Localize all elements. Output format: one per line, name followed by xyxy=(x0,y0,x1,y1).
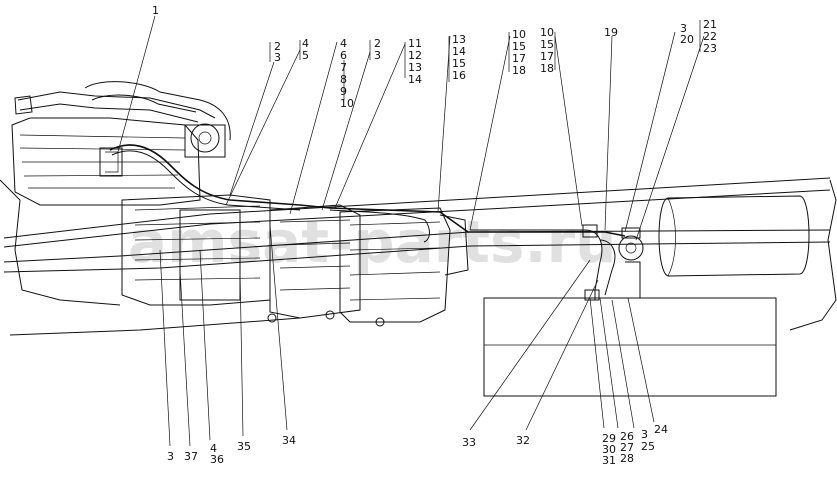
callout-4-bottom: 4 xyxy=(210,442,217,455)
callout-10-a: 10 xyxy=(512,28,526,41)
air-receiver xyxy=(658,195,810,277)
callout-2-left: 2 xyxy=(274,40,281,53)
callout-7: 7 xyxy=(340,61,347,74)
callout-13-right: 13 xyxy=(452,33,466,46)
callout-18-a: 18 xyxy=(512,64,526,77)
callout-15-a: 15 xyxy=(512,40,526,53)
callout-14-right: 14 xyxy=(452,45,466,58)
callout-28: 28 xyxy=(620,452,634,465)
callouts-top: 1 2 3 4 5 4 6 7 8 9 10 2 3 11 12 13 14 1… xyxy=(152,4,717,110)
callout-6: 6 xyxy=(340,49,347,62)
callout-3-bottom-right: 3 xyxy=(641,428,648,441)
callout-11: 11 xyxy=(408,37,422,50)
callout-12: 12 xyxy=(408,49,422,62)
callout-3-right: 3 xyxy=(680,22,687,35)
callout-4-stack: 4 xyxy=(340,37,347,50)
callout-3-bottom: 3 xyxy=(167,450,174,463)
callout-17-b: 17 xyxy=(540,50,554,63)
watermark: amsat-parts.ru xyxy=(128,208,616,276)
callout-8: 8 xyxy=(340,73,347,86)
callout-1: 1 xyxy=(152,4,159,17)
fuel-tank xyxy=(483,297,777,397)
callout-15-right: 15 xyxy=(452,57,466,70)
callout-17-a: 17 xyxy=(512,52,526,65)
leader-lines xyxy=(117,15,705,447)
callout-31: 31 xyxy=(602,454,616,467)
callout-3-mid: 3 xyxy=(374,49,381,62)
callout-25: 25 xyxy=(641,440,655,453)
callout-10-b: 10 xyxy=(540,26,554,39)
callout-3-left: 3 xyxy=(274,51,281,64)
callout-19: 19 xyxy=(604,26,618,39)
callout-29: 29 xyxy=(602,432,616,445)
callout-4-pair: 4 xyxy=(302,37,309,50)
callout-27: 27 xyxy=(620,441,634,454)
callout-9: 9 xyxy=(340,85,347,98)
callout-23: 23 xyxy=(703,42,717,55)
callout-37: 37 xyxy=(184,450,198,463)
callout-20: 20 xyxy=(680,33,694,46)
callout-18-b: 18 xyxy=(540,62,554,75)
callout-33: 33 xyxy=(462,436,476,449)
gearbox xyxy=(121,194,469,327)
callout-10-stack: 10 xyxy=(340,97,354,110)
callout-21: 21 xyxy=(703,18,717,31)
callout-30: 30 xyxy=(602,443,616,456)
piping xyxy=(109,144,644,301)
callout-14-left: 14 xyxy=(408,73,422,86)
callout-26: 26 xyxy=(620,430,634,443)
callout-36: 36 xyxy=(210,453,224,466)
callout-24: 24 xyxy=(654,423,668,436)
callout-16: 16 xyxy=(452,69,466,82)
callout-32: 32 xyxy=(516,434,530,447)
callout-35: 35 xyxy=(237,440,251,453)
callout-22: 22 xyxy=(703,30,717,43)
callout-34: 34 xyxy=(282,434,296,447)
callouts-bottom: 3 37 4 36 35 34 33 32 29 30 31 26 27 28 … xyxy=(167,423,668,467)
callout-2-mid: 2 xyxy=(374,37,381,50)
callout-13-left: 13 xyxy=(408,61,422,74)
callout-15-b: 15 xyxy=(540,38,554,51)
callout-5: 5 xyxy=(302,49,309,62)
frame-rails xyxy=(0,177,837,336)
engine xyxy=(11,81,231,206)
